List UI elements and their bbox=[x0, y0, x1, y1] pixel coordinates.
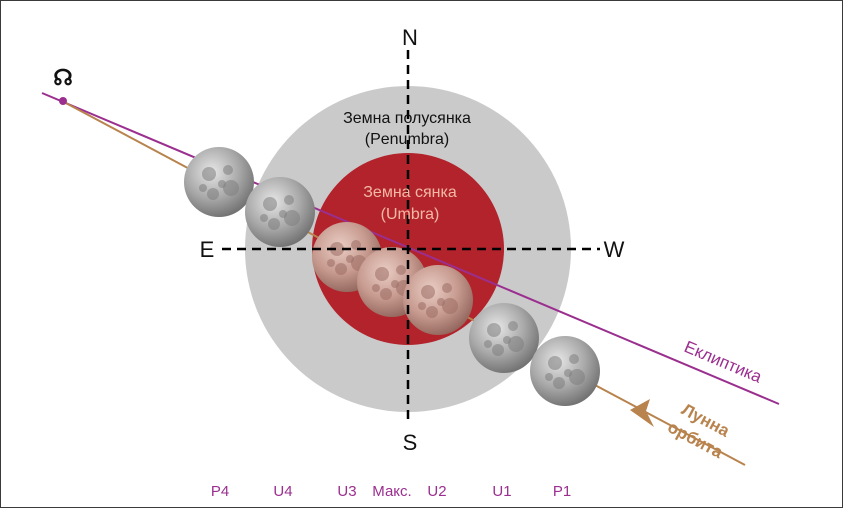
umbra-label-line1: Земна сянка bbox=[363, 184, 457, 201]
moon-crater bbox=[442, 283, 452, 293]
phase-label-p1: P1 bbox=[553, 483, 571, 500]
moon-crater bbox=[327, 259, 335, 267]
east-label: E bbox=[200, 237, 215, 262]
west-label: W bbox=[604, 237, 625, 262]
phase-label-u4: U4 bbox=[273, 483, 292, 500]
moon-crater bbox=[223, 180, 239, 196]
moon-crater bbox=[223, 165, 233, 175]
moon-crater bbox=[508, 321, 518, 331]
moon-crater bbox=[484, 340, 492, 348]
moon-crater bbox=[351, 240, 361, 250]
moon-crater bbox=[548, 356, 562, 370]
ascending-node-symbol: ☊ bbox=[53, 65, 73, 90]
phase-label-u2: U2 bbox=[427, 483, 446, 500]
moon-crater bbox=[375, 267, 389, 281]
moon-crater bbox=[545, 373, 553, 381]
penumbra-label-line1: Земна полусянка bbox=[343, 110, 471, 127]
umbra-label-line2: (Umbra) bbox=[381, 206, 440, 223]
moon-crater bbox=[202, 167, 216, 181]
moon-crater bbox=[279, 210, 287, 218]
moon-crater bbox=[508, 336, 524, 352]
moon-crater bbox=[503, 336, 511, 344]
phase-label-max: Макс. bbox=[372, 483, 411, 500]
moon-u2 bbox=[403, 265, 473, 335]
moon-p1 bbox=[530, 336, 600, 406]
moon-crater bbox=[268, 218, 280, 230]
moon-crater bbox=[391, 280, 399, 288]
moon-crater bbox=[263, 197, 277, 211]
moon-p4 bbox=[184, 147, 254, 217]
penumbra-label-line2: (Penumbra) bbox=[365, 131, 449, 148]
moon-crater bbox=[492, 344, 504, 356]
moon-crater bbox=[380, 288, 392, 300]
moon-crater bbox=[335, 263, 347, 275]
moon-crater bbox=[487, 323, 501, 337]
orbit-direction-arrow bbox=[630, 399, 654, 427]
moon-crater bbox=[199, 184, 207, 192]
moon-crater bbox=[564, 369, 572, 377]
moon-u1 bbox=[469, 303, 539, 373]
moon-crater bbox=[418, 302, 426, 310]
moon-crater bbox=[330, 242, 344, 256]
moon-crater bbox=[569, 354, 579, 364]
moon-crater bbox=[426, 306, 438, 318]
moon-crater bbox=[284, 195, 294, 205]
phase-label-p4: P4 bbox=[211, 483, 229, 500]
moon-u4 bbox=[245, 177, 315, 247]
phase-label-u3: U3 bbox=[337, 483, 356, 500]
north-label: N bbox=[402, 25, 418, 50]
moon-crater bbox=[260, 214, 268, 222]
phase-label-u1: U1 bbox=[492, 483, 511, 500]
moon-crater bbox=[218, 180, 226, 188]
moon-crater bbox=[553, 377, 565, 389]
moon-crater bbox=[207, 188, 219, 200]
moon-crater bbox=[372, 284, 380, 292]
ascending-node-dot bbox=[59, 97, 67, 105]
moon-crater bbox=[396, 265, 406, 275]
south-label: S bbox=[403, 430, 418, 455]
moon-crater bbox=[569, 369, 585, 385]
moon-crater bbox=[442, 298, 458, 314]
moon-sequence bbox=[184, 147, 600, 406]
moon-crater bbox=[346, 255, 354, 263]
moon-crater bbox=[437, 298, 445, 306]
phase-labels: P4 U4 U3 Макс. U2 U1 P1 bbox=[211, 483, 571, 500]
moon-crater bbox=[421, 285, 435, 299]
moon-crater bbox=[284, 210, 300, 226]
